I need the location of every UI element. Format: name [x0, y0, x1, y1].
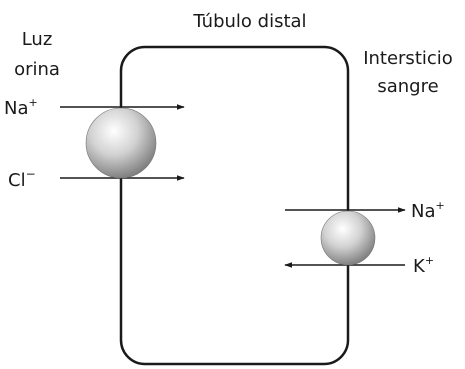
k-right-charge: +	[425, 254, 434, 267]
na-right-charge: +	[436, 199, 445, 212]
na-left-symbol: Na	[4, 98, 29, 119]
na-left-label: Na+	[4, 96, 38, 119]
k-right-symbol: K	[413, 256, 426, 277]
lumen-label-line1: Luz	[22, 29, 53, 50]
tubule-cell-outline	[119, 45, 350, 366]
interstitium-label-line1: Intersticio	[363, 48, 453, 69]
cl-left-label: Cl−	[8, 167, 36, 191]
cl-left-charge: −	[26, 167, 36, 181]
interstitium-label-line2: sangre	[377, 76, 438, 97]
na-right-label: Na+	[411, 199, 445, 222]
na-right-symbol: Na	[411, 201, 436, 222]
diagram-title: Túbulo distal	[192, 11, 306, 32]
lumen-label-line2: orina	[14, 59, 60, 80]
basolateral-pump-sphere	[320, 210, 376, 266]
na-left-charge: +	[29, 96, 38, 109]
k-right-label: K+	[413, 254, 434, 277]
apical-cotransporter-sphere	[85, 107, 157, 179]
cl-left-symbol: Cl	[8, 170, 26, 191]
